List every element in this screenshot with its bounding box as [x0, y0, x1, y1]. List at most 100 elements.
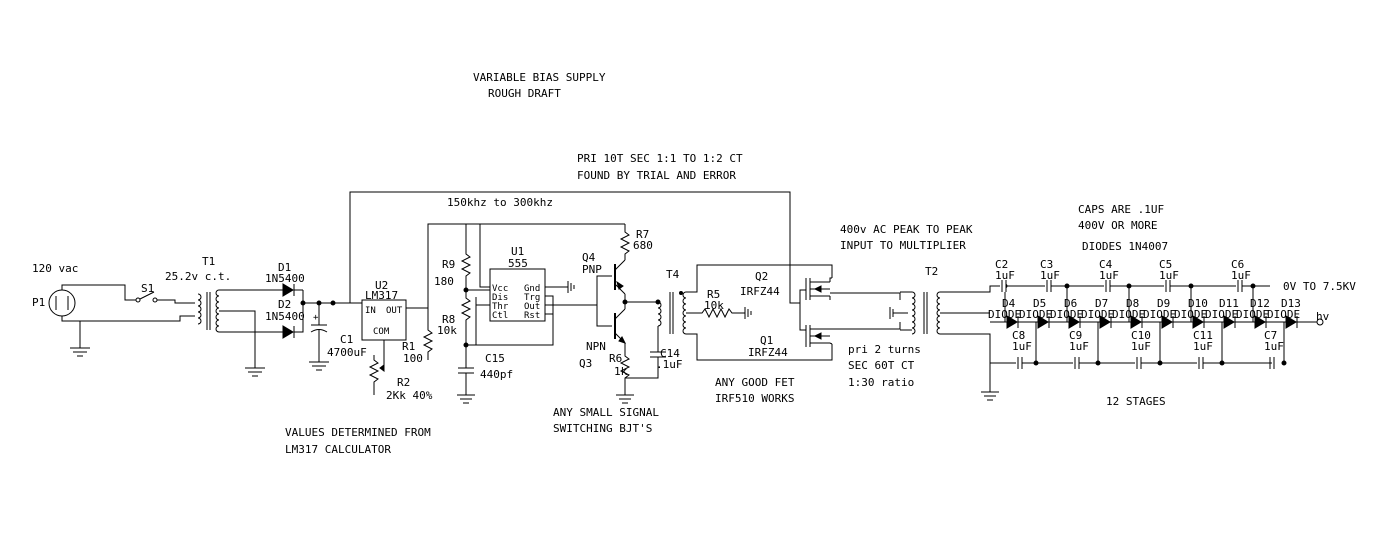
t1-ref: T1 — [202, 255, 215, 268]
cap-value: 1uF — [1069, 340, 1089, 353]
bjt-note-line1: ANY SMALL SIGNAL — [553, 406, 659, 419]
p1-ref: P1 — [32, 296, 45, 309]
transistor-q3: NPN Q3 — [579, 294, 628, 370]
r8-value: 10k — [437, 324, 457, 337]
regulator-u2: U2 LM317 IN OUT COM — [361, 279, 428, 355]
resistor-r1: R1 100 — [402, 308, 434, 365]
pri-note-line2: FOUND BY TRIAL AND ERROR — [577, 169, 736, 182]
plug-icon — [48, 289, 76, 317]
capacitor-c14: C14 .1uF — [625, 326, 683, 379]
plug-p1: 120 vac P1 — [32, 262, 126, 357]
s1-ref: S1 — [141, 282, 154, 295]
u1-pin-out: Out — [524, 302, 540, 312]
d1-ref: D1 — [278, 261, 291, 274]
cap-value: 1uF — [995, 269, 1015, 282]
c1-value: 4700uF — [327, 346, 367, 359]
t2-ref: T2 — [925, 265, 938, 278]
d1-value: 1N5400 — [265, 272, 305, 285]
resistor-r6: R6 1k — [609, 343, 634, 404]
diode-ref: D7 — [1095, 297, 1108, 310]
c15-ref: C15 — [485, 352, 505, 365]
r6-value: 1k — [614, 365, 628, 378]
cap-ref: C4 — [1099, 258, 1113, 271]
bjt-note-line2: SWITCHING BJT'S — [553, 422, 652, 435]
hv-ref: hv — [1316, 310, 1330, 323]
u2-pin-in: IN — [365, 306, 376, 316]
diode-d1: D1 1N5400 — [265, 261, 305, 297]
input-note-line1: 400v AC PEAK TO PEAK — [840, 223, 973, 236]
cap-value: 1uF — [1131, 340, 1151, 353]
cap-value: 1uF — [1040, 269, 1060, 282]
cap-ref: C3 — [1040, 258, 1053, 271]
cap-value: 1uF — [1264, 340, 1284, 353]
capacitor-c15: C15 440pf — [457, 345, 513, 404]
u1-pin-trg: Trg — [524, 293, 540, 303]
cap-ref: C11 — [1193, 329, 1213, 342]
hv-output-terminal: hv — [1300, 310, 1330, 326]
u1-pin-gnd: Gnd — [524, 284, 540, 294]
switch-s1: S1 — [62, 282, 195, 322]
q2-ref: Q2 — [755, 270, 768, 283]
svg-text:+: + — [313, 313, 319, 323]
r7-value: 680 — [633, 239, 653, 252]
t1-value: 25.2v c.t. — [165, 270, 231, 283]
mosfet-q1: Q1 IRFZ44 — [748, 303, 901, 359]
title-line1: VARIABLE BIAS SUPPLY — [473, 71, 606, 84]
notes: VARIABLE BIAS SUPPLY ROUGH DRAFT PRI 10T… — [285, 71, 1356, 456]
q2-value: IRFZ44 — [740, 285, 780, 298]
d2-value: 1N5400 — [265, 310, 305, 323]
cap-ref: C8 — [1012, 329, 1025, 342]
q3-value: NPN — [586, 340, 606, 353]
potentiometer-r2: R2 2Kk 40% — [368, 223, 625, 402]
r2-value: 2Kk 40% — [386, 389, 433, 402]
cap-ref: C2 — [995, 258, 1008, 271]
cap-value: 1uF — [1099, 269, 1119, 282]
diode-ref: D9 — [1157, 297, 1170, 310]
transformer-t1: T1 25.2v c.t. — [165, 255, 283, 377]
r9-value: 180 — [434, 275, 454, 288]
q3-ref: Q3 — [579, 357, 592, 370]
q4-value: PNP — [582, 263, 602, 276]
d2-ref: D2 — [278, 298, 291, 311]
u1-pin-dis: Dis — [492, 293, 508, 303]
r9-ref: R9 — [442, 258, 455, 271]
mosfet-q2: Q2 IRFZ44 — [740, 270, 901, 303]
diode-ref: D5 — [1033, 297, 1046, 310]
cap-value: 1uF — [1159, 269, 1179, 282]
cap-ref: C9 — [1069, 329, 1082, 342]
r7-ref: R7 — [636, 228, 649, 241]
caps-note-line2: 400V OR MORE — [1078, 219, 1157, 232]
resistor-r8: R8 10k — [437, 287, 472, 348]
t4-ref: T4 — [666, 268, 680, 281]
u1-ref: U1 — [511, 245, 524, 258]
diode-value: DIODE — [1019, 308, 1052, 321]
diode-ref: D10 — [1188, 297, 1208, 310]
diode-value: DIODE — [1081, 308, 1114, 321]
cap-ref: C5 — [1159, 258, 1172, 271]
cap-ref: C10 — [1131, 329, 1151, 342]
q1-ref: Q1 — [760, 334, 773, 347]
t2-note-line1: pri 2 turns — [848, 343, 921, 356]
r1-value: 100 — [403, 352, 423, 365]
r1-ref: R1 — [402, 340, 415, 353]
t2-note-line3: 1:30 ratio — [848, 376, 914, 389]
diode-value: DIODE — [1205, 308, 1238, 321]
u2-pin-out: OUT — [386, 306, 403, 316]
u2-value: LM317 — [365, 289, 398, 302]
r8-ref: R8 — [442, 313, 455, 326]
diode-ref: D13 — [1281, 297, 1301, 310]
